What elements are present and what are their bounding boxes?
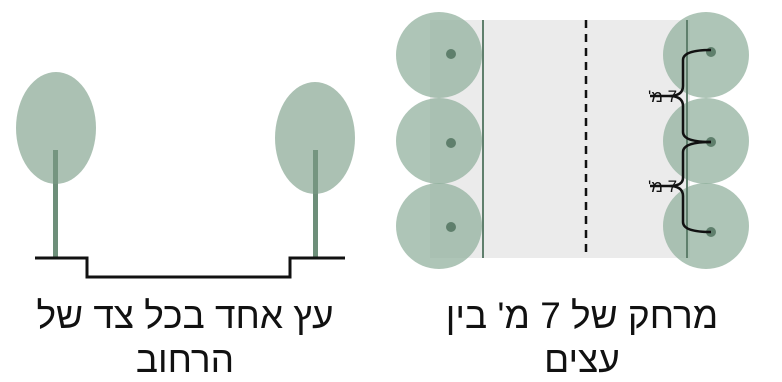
- tree-center-left-3: [446, 222, 456, 232]
- spacing-label-1: 7 מ': [648, 87, 677, 106]
- left-panel-caption: עץ אחד בכל צד של הרחוב: [36, 295, 334, 380]
- tree-center-right-1: [706, 47, 716, 57]
- left-tree-canopy: [16, 72, 96, 184]
- tree-canopy-top-right-1: [663, 12, 749, 98]
- tree-canopy-top-left-2: [396, 98, 482, 184]
- right-tree: [275, 82, 355, 258]
- spacing-label-2: 7 מ': [648, 177, 677, 196]
- tree-canopy-top-right-3: [663, 183, 749, 269]
- right-tree-trunk: [313, 150, 318, 258]
- tree-canopy-top-left-1: [396, 12, 482, 98]
- right-tree-canopy: [275, 82, 355, 194]
- tree-center-left-2: [446, 138, 456, 148]
- right-tree-row: [663, 12, 749, 269]
- street-profile-line: [35, 256, 345, 279]
- tree-canopy-top-left-3: [396, 183, 482, 269]
- plan-view: 7 מ' 7 מ': [396, 12, 749, 269]
- left-tree-row: [396, 12, 484, 269]
- left-tree-trunk: [53, 150, 58, 258]
- right-panel-caption: מרחק של 7 מ' בין עצים: [445, 295, 719, 380]
- left-tree: [16, 72, 96, 258]
- street-section-view: [16, 72, 355, 279]
- right-tree-trunk-overlay: [313, 150, 318, 196]
- left-tree-trunk-overlay: [53, 150, 58, 190]
- tree-center-left-1: [446, 49, 456, 59]
